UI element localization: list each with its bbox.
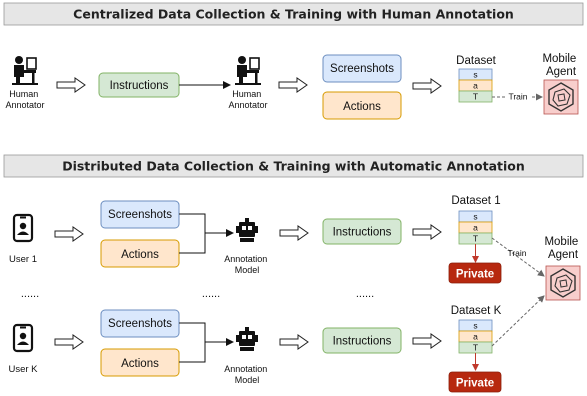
mobile-agent-label: Mobile Agent (542, 53, 579, 78)
screenshots-label: Screenshots (330, 63, 394, 75)
robot-icon (236, 218, 258, 242)
merge-connector-1 (179, 213, 233, 254)
screenshots-label-k: Screenshots (108, 318, 172, 330)
fat-arrow-icon (279, 225, 309, 241)
merge-connector-k (179, 322, 233, 363)
dataset-cell-a-label: a (473, 81, 478, 91)
mobile-agent-icon (545, 265, 581, 301)
train-arrow-k (491, 295, 545, 347)
section1-title: Centralized Data Collection & Training w… (73, 7, 514, 22)
screenshots-label-1: Screenshots (108, 209, 172, 221)
human-annotator-icon (11, 55, 39, 86)
train-label-2: Train (507, 248, 526, 258)
section1-header (3, 2, 584, 26)
dataset-label: Dataset (456, 55, 496, 67)
dataset-1-cell-a-label: a (473, 223, 478, 233)
user-k-label: User K (8, 364, 38, 375)
ellipsis: ...... (356, 288, 374, 300)
screenshots-box (322, 54, 402, 83)
user-1-label: User 1 (9, 254, 37, 265)
robot-icon (236, 327, 258, 351)
human-annotator-label-2: Human Annotator (228, 89, 267, 110)
fat-arrow-icon (54, 226, 84, 242)
private-label-1: Private (456, 269, 494, 281)
annotation-model-label-1: Annotation Model (224, 254, 270, 275)
instructions-box-k (322, 327, 402, 354)
section2-title: Distributed Data Collection & Training w… (62, 159, 525, 174)
fat-arrow-icon (412, 224, 442, 240)
actions-label-k: Actions (121, 358, 159, 370)
dataset-k-cell-t-label: T (473, 343, 478, 353)
actions-label: Actions (343, 101, 381, 113)
fat-arrow-icon (412, 78, 442, 94)
fat-arrow-icon (54, 334, 84, 350)
mobile-agent-icon (543, 79, 579, 115)
dataset-k-cell-a-label: a (473, 332, 478, 342)
dataset-1-cell-t-label: T (473, 234, 478, 244)
dataset-k-label: Dataset K (451, 305, 502, 317)
mobile-agent-label-2: Mobile Agent (544, 236, 581, 261)
instructions-label-1: Instructions (333, 227, 392, 239)
fat-arrow-icon (56, 77, 86, 93)
ellipsis: ...... (202, 288, 220, 300)
instructions-box-1 (322, 218, 402, 245)
private-badge-1 (448, 262, 502, 284)
train-label-bg (506, 91, 530, 102)
instructions-label: Instructions (110, 80, 169, 92)
dataset-k-cell-s-label: s (473, 321, 477, 331)
actions-label-1: Actions (121, 249, 159, 261)
actions-box (322, 91, 402, 120)
fat-arrow-icon (279, 334, 309, 350)
phone-user-icon (12, 213, 34, 243)
train-arrow-1 (491, 237, 545, 277)
ellipsis: ...... (21, 288, 39, 300)
fat-arrow-icon (278, 77, 308, 93)
dataset-cell-s-label: s (473, 70, 477, 80)
human-annotator-icon (234, 55, 262, 86)
train-label: Train (508, 92, 527, 102)
human-annotator-label-1: Human Annotator (5, 89, 44, 110)
private-badge-k (448, 371, 502, 393)
dataset-1-label: Dataset 1 (451, 195, 500, 207)
fat-arrow-icon (412, 333, 442, 349)
annotation-model-label-k: Annotation Model (224, 364, 270, 385)
dataset-1-cell-s-label: s (473, 212, 477, 222)
section2-header (3, 154, 584, 178)
phone-user-icon (12, 323, 34, 353)
instructions-label-k: Instructions (333, 336, 392, 348)
private-label-k: Private (456, 378, 494, 390)
dataset-cell-t-label: T (473, 92, 478, 102)
